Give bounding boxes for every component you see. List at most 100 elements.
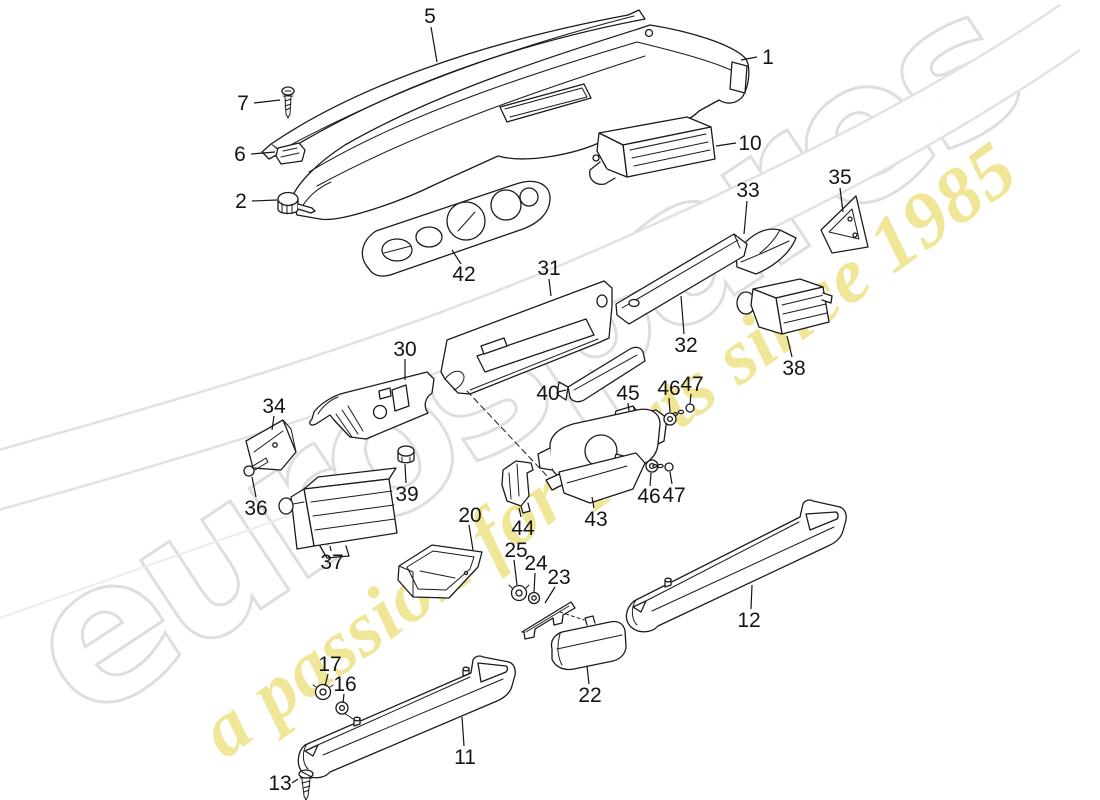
leader-line-42 bbox=[451, 249, 462, 265]
part-46-washer-upper bbox=[663, 412, 677, 426]
part-36-screw bbox=[243, 457, 269, 477]
part-label-45: 45 bbox=[616, 382, 639, 405]
leader-line-32 bbox=[680, 295, 685, 335]
part-24-washer bbox=[527, 591, 541, 605]
part-10-glovebox-ashtray bbox=[589, 116, 716, 185]
part-39-knob-nut bbox=[397, 445, 415, 464]
part-7-screw bbox=[281, 86, 295, 119]
part-47-screw-lower bbox=[652, 462, 674, 472]
part-label-46: 46 bbox=[637, 485, 660, 508]
leader-line-7 bbox=[253, 99, 281, 104]
leader-line-46 bbox=[649, 472, 652, 487]
part-46-washer-lower bbox=[645, 459, 659, 473]
leader-line-47 bbox=[669, 471, 673, 485]
leader-line-24 bbox=[533, 572, 536, 593]
part-22-cover-cap bbox=[550, 615, 627, 671]
part-2-knurled-nut bbox=[277, 191, 316, 215]
part-label-22: 22 bbox=[578, 684, 601, 707]
part-label-35: 35 bbox=[828, 166, 851, 189]
part-34-side-triangle-left bbox=[245, 419, 297, 471]
part-label-1: 1 bbox=[762, 46, 774, 69]
part-label-24: 24 bbox=[524, 552, 548, 575]
part-label-11: 11 bbox=[454, 746, 476, 769]
part-label-34: 34 bbox=[262, 395, 286, 418]
part-label-38: 38 bbox=[782, 357, 805, 380]
leader-line-33 bbox=[743, 200, 748, 235]
part-33-cover-wedge bbox=[735, 228, 797, 275]
part-44-column-cover-lower bbox=[501, 460, 534, 514]
leader-line-45 bbox=[627, 402, 630, 412]
part-label-25: 25 bbox=[504, 539, 527, 562]
part-label-5: 5 bbox=[424, 5, 436, 28]
leader-line-1 bbox=[740, 56, 758, 61]
part-30-lower-trim-panel bbox=[309, 371, 435, 440]
leader-line-37 bbox=[329, 545, 332, 552]
leader-line-12 bbox=[750, 584, 753, 610]
part-label-36: 36 bbox=[244, 497, 267, 520]
leader-line-34 bbox=[271, 415, 275, 431]
leader-line-35 bbox=[839, 187, 844, 213]
part-label-30: 30 bbox=[393, 338, 416, 361]
part-label-2: 2 bbox=[235, 190, 247, 213]
part-25-nut bbox=[508, 584, 530, 602]
part-6-clip bbox=[275, 142, 306, 165]
part-5-windshield-trim-strip bbox=[261, 9, 646, 160]
swoosh-ribbon bbox=[0, 5, 1080, 510]
leader-line-25 bbox=[513, 559, 518, 586]
part-label-20: 20 bbox=[458, 504, 481, 527]
leader-line-31 bbox=[548, 278, 552, 297]
part-label-23: 23 bbox=[547, 566, 570, 589]
part-label-47: 47 bbox=[680, 373, 703, 396]
part-label-6: 6 bbox=[234, 143, 246, 166]
part-label-40: 40 bbox=[536, 382, 559, 405]
part-17-nut bbox=[312, 683, 334, 701]
part-label-13: 13 bbox=[268, 772, 291, 795]
part-1-dashboard-pad bbox=[291, 24, 750, 221]
leader-line-22 bbox=[586, 665, 590, 685]
part-31-radio-trim-panel bbox=[440, 280, 613, 395]
swoosh-edge-top bbox=[0, 3, 1061, 451]
leader-line-11 bbox=[461, 716, 465, 747]
part-12-knee-pad-right bbox=[625, 499, 847, 633]
leader-line-44 bbox=[518, 507, 522, 518]
construction-lines bbox=[466, 390, 585, 621]
leader-line-40 bbox=[557, 389, 567, 393]
part-label-32: 32 bbox=[674, 334, 697, 357]
part-13-screw bbox=[298, 769, 314, 800]
part-label-31: 31 bbox=[537, 257, 560, 280]
part-label-12: 12 bbox=[737, 609, 760, 632]
leader-line-23 bbox=[544, 586, 556, 604]
leader-line-36 bbox=[251, 476, 257, 498]
part-label-44: 44 bbox=[511, 517, 535, 540]
leader-line-43 bbox=[591, 496, 595, 509]
leader-line-47 bbox=[689, 393, 692, 405]
leader-line-17 bbox=[324, 673, 329, 687]
part-11-knee-pad-left bbox=[297, 655, 516, 779]
part-label-42: 42 bbox=[452, 263, 475, 286]
part-32-trim-strip bbox=[615, 233, 748, 325]
leader-line-5 bbox=[430, 26, 438, 63]
part-label-17: 17 bbox=[318, 653, 341, 676]
leader-line-16 bbox=[342, 693, 345, 704]
part-35-side-triangle-cover bbox=[820, 195, 869, 254]
leader-line-6 bbox=[250, 151, 276, 155]
part-label-46: 46 bbox=[657, 377, 680, 400]
part-20-ashtray-housing bbox=[397, 544, 483, 599]
leader-line-2 bbox=[251, 199, 278, 202]
leader-line-46 bbox=[668, 397, 671, 413]
swoosh-edge-bottom bbox=[0, 48, 1081, 511]
leader-line-38 bbox=[786, 335, 793, 358]
leader-line-10 bbox=[715, 142, 737, 147]
part-label-33: 33 bbox=[736, 179, 759, 202]
part-label-16: 16 bbox=[333, 673, 356, 696]
part-37-air-vent-left bbox=[278, 467, 398, 559]
part-16-washer bbox=[335, 701, 349, 715]
part-label-43: 43 bbox=[584, 508, 607, 531]
part-label-7: 7 bbox=[237, 92, 249, 115]
leader-line-39 bbox=[404, 463, 407, 484]
part-label-39: 39 bbox=[395, 483, 418, 506]
part-label-10: 10 bbox=[738, 132, 761, 155]
part-label-37: 37 bbox=[320, 551, 343, 574]
